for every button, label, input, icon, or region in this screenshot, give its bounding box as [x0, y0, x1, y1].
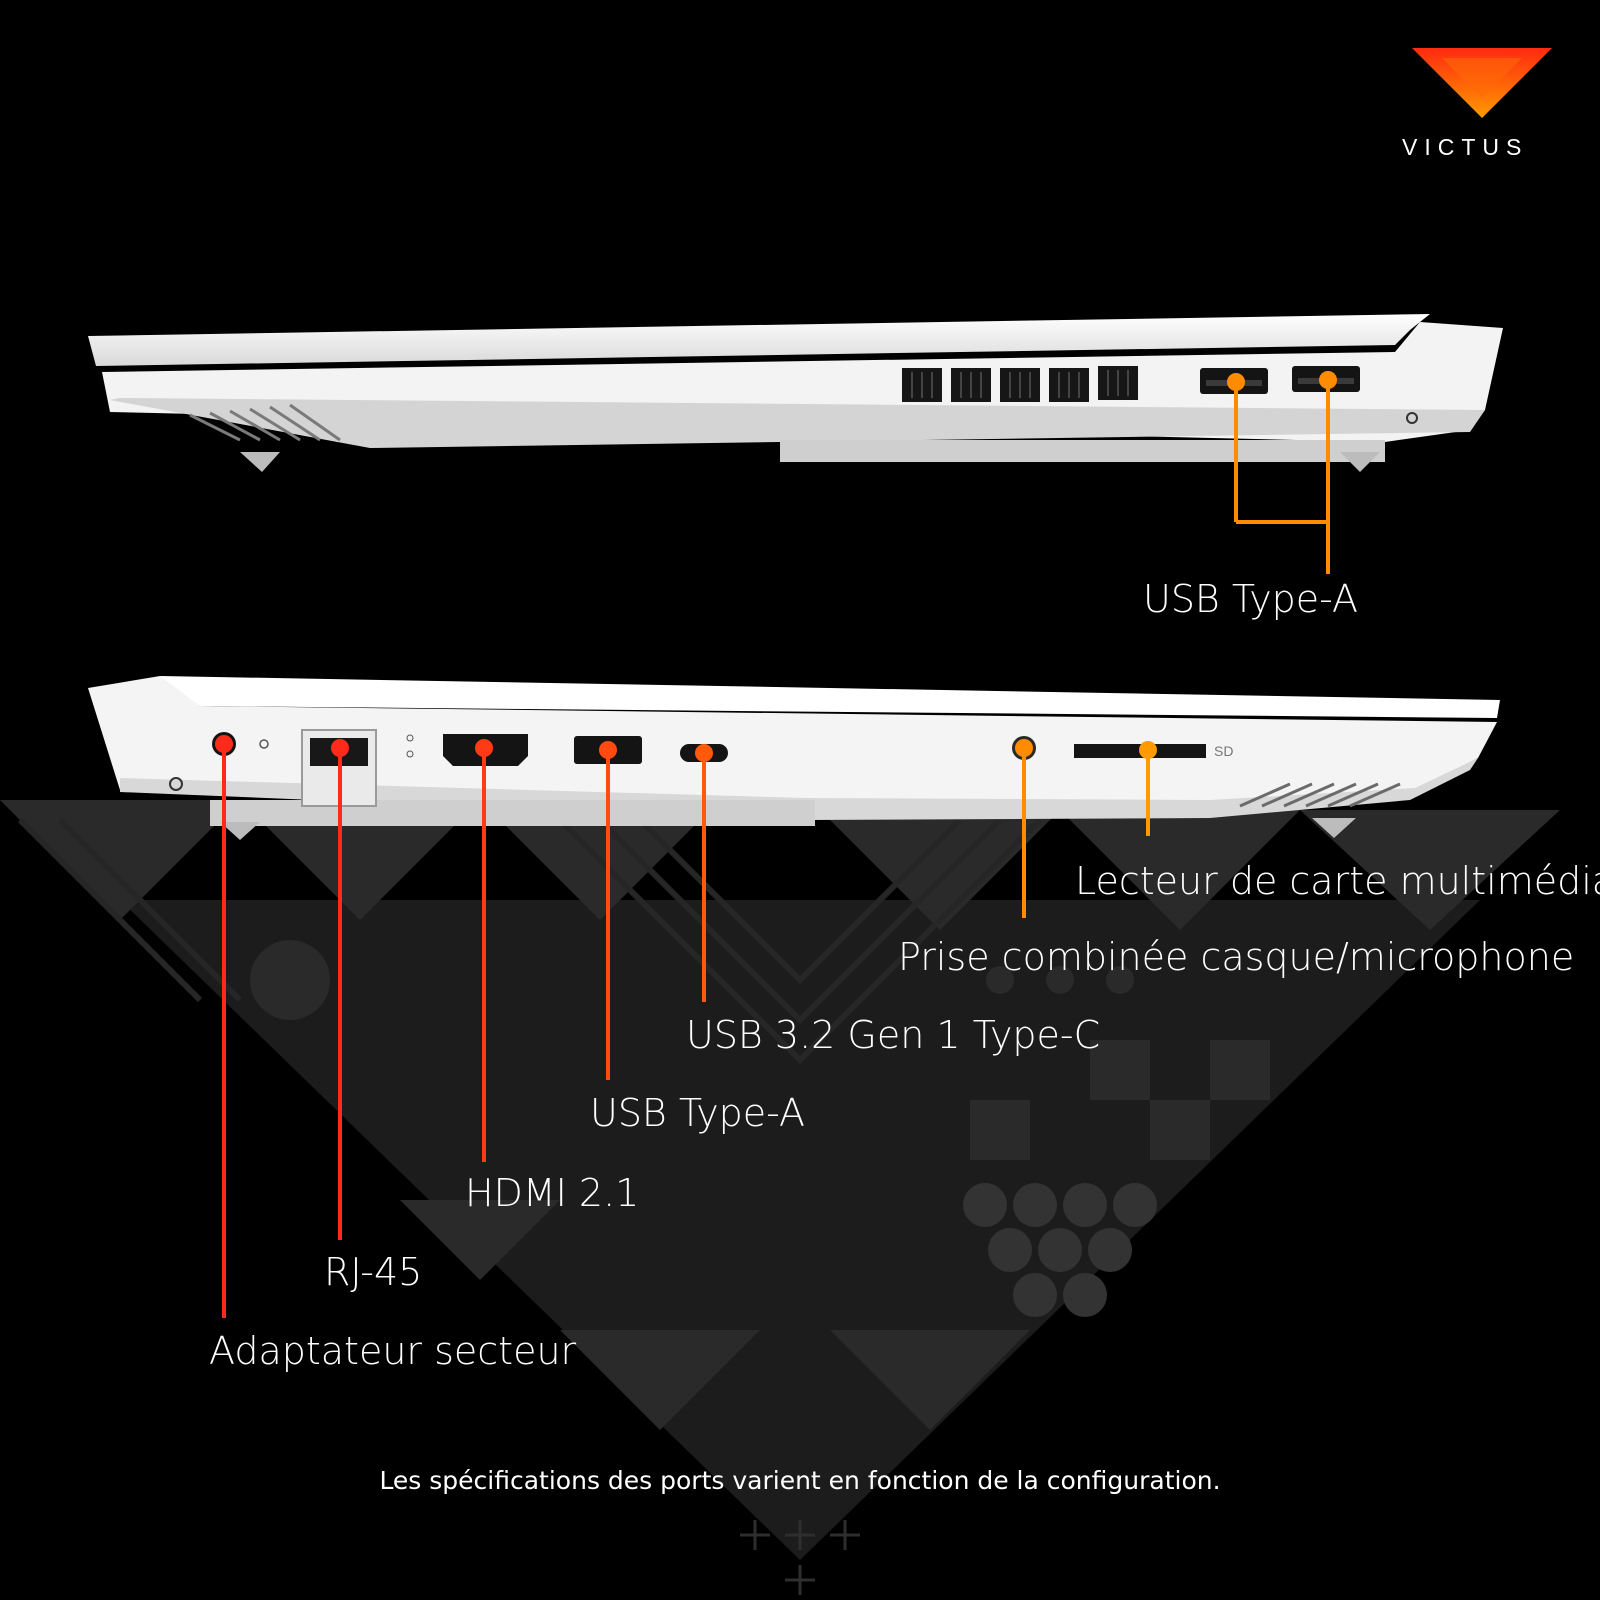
lecteur-carte-label: Lecteur de carte multimédia — [1075, 859, 1600, 903]
prise-combinee-label: Prise combinée casque/microphone — [898, 935, 1575, 979]
usb-type-c-label: USB 3.2 Gen 1 Type-C — [686, 1013, 1101, 1057]
laptop-right-side-view — [88, 314, 1503, 472]
adaptateur-secteur-label: Adaptateur secteur — [209, 1329, 577, 1373]
rj45-label: RJ-45 — [324, 1250, 423, 1294]
footnote-text: Les spécifications des ports varient en … — [379, 1466, 1221, 1495]
brand-wordmark: VICTUS — [1402, 134, 1529, 160]
sd-mark: SD — [1214, 743, 1233, 759]
top-usb-type-a-label: USB Type-A — [1143, 577, 1359, 621]
victus-logo-icon — [1412, 48, 1552, 118]
port-callout-lines — [215, 735, 1157, 1318]
hdmi-label: HDMI 2.1 — [465, 1171, 640, 1215]
top-usb-callout — [1227, 371, 1337, 574]
usb-type-a-label: USB Type-A — [590, 1091, 806, 1135]
